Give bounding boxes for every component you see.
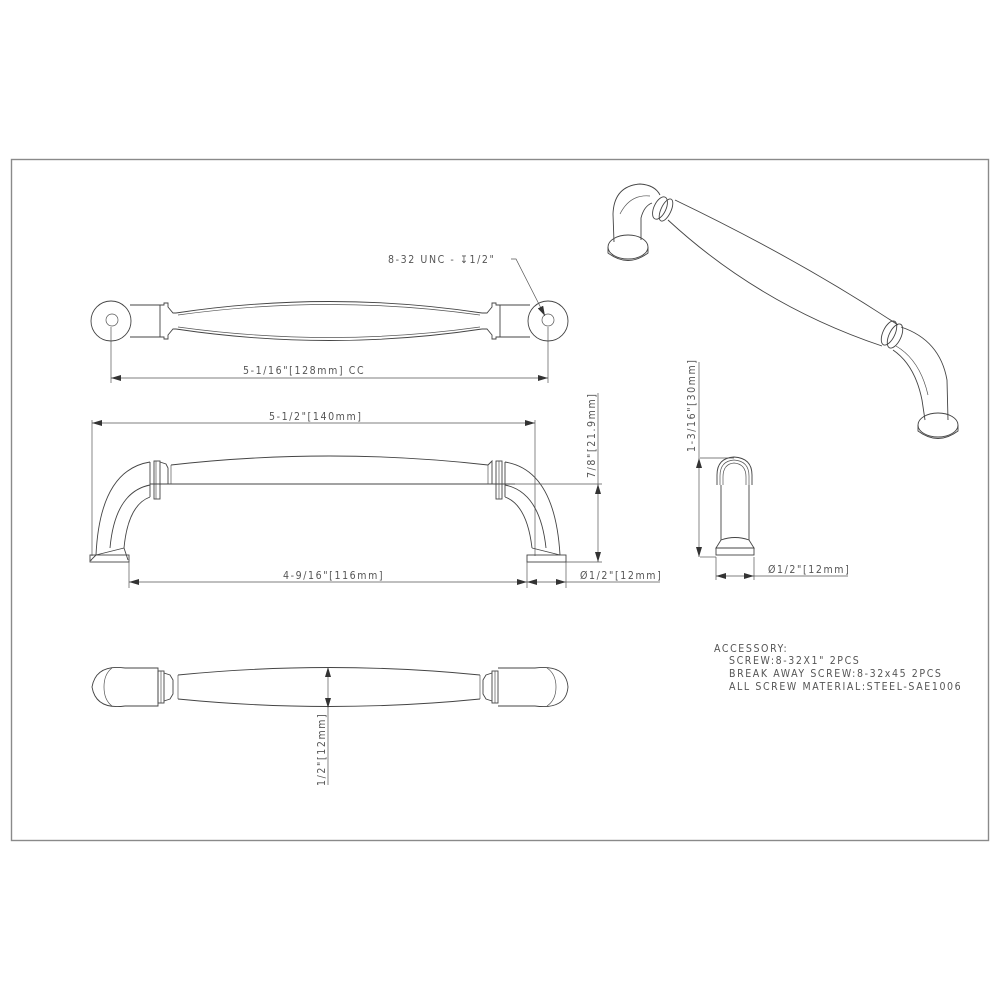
- height-label: 7/8"[21.9mm]: [586, 392, 598, 478]
- accessory-heading: ACCESSORY:: [714, 643, 788, 655]
- accessory-line: ALL SCREW MATERIAL:STEEL-SAE1006: [729, 681, 962, 693]
- thread-callout-label: 8-32 UNC - ↧1/2": [388, 254, 495, 266]
- accessory-line: BREAK AWAY SCREW:8-32x45 2PCS: [729, 668, 943, 680]
- bottom-width-label: 1/2"[12mm]: [316, 713, 328, 786]
- cc-dimension-label: 5-1/16"[128mm] CC: [243, 365, 365, 377]
- drawing-frame: [10, 158, 990, 842]
- projection-label: 1-3/16"[30mm]: [686, 358, 698, 452]
- accessory-line: SCREW:8-32X1" 2PCS: [729, 655, 860, 667]
- side-base-diameter-label: Ø1/2"[12mm]: [768, 564, 850, 576]
- side-view: 1-3/16"[30mm] Ø1/2"[12mm]: [686, 358, 850, 580]
- bottom-view: 1/2"[12mm]: [91, 666, 569, 786]
- overall-length-label: 5-1/2"[140mm]: [269, 411, 363, 423]
- top-view: 5-1/16"[128mm] CC 8-32 UNC - ↧1/2": [90, 254, 569, 383]
- accessory-notes: ACCESSORY: SCREW:8-32X1" 2PCS BREAK AWAY…: [714, 643, 962, 693]
- base-diameter-label: Ø1/2"[12mm]: [580, 570, 662, 582]
- front-view: 5-1/2"[140mm] 7/8"[21.9m: [89, 392, 662, 588]
- inner-span-label: 4-9/16"[116mm]: [283, 570, 384, 582]
- isometric-view: [607, 183, 959, 439]
